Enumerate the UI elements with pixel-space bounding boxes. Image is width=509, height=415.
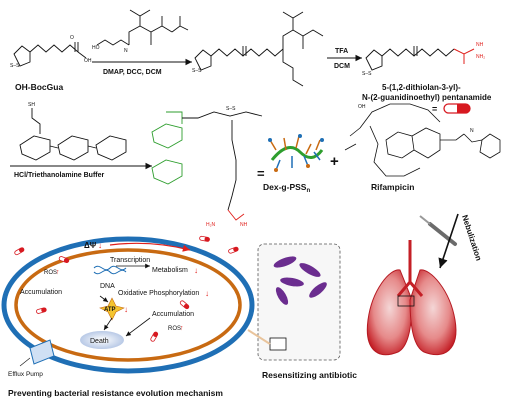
death-label: Death	[90, 338, 109, 345]
step2-reagent-bottom: DCM	[334, 63, 350, 70]
bacterium-caption: Preventing bacterial resistance evolutio…	[8, 388, 223, 398]
nebulization-label: Nebulization	[460, 214, 483, 262]
delta-psi-label: ΔΨ	[84, 241, 97, 250]
accumulation-left-label: Accumulation	[20, 289, 62, 296]
bacterium-panel: DNA Transcription Metabolism ↓ Oxidative…	[1, 235, 255, 398]
thiolated-dextran-structure	[19, 108, 127, 161]
rifampicin-capsule-icon	[443, 103, 471, 114]
atp-down-arrow: ↓	[124, 305, 128, 314]
polymer-row: SH HCl/Triethanolamine Buffer S–S H₂N NH…	[10, 102, 501, 228]
trachea	[396, 240, 424, 297]
metabolism-down-arrow: ↓	[194, 266, 198, 275]
oxphos-down-arrow: ↓	[205, 289, 209, 298]
rifampicin-structure	[344, 103, 501, 177]
oh-rif-label: OH	[358, 104, 366, 110]
atp-to-death-arrow	[103, 317, 113, 331]
right-lung	[409, 269, 457, 356]
grafted-polymer-structure	[151, 111, 263, 221]
ros-right-label: ROS	[168, 326, 181, 332]
atp-icon	[99, 297, 125, 321]
h2n-label: H₂N	[206, 222, 216, 228]
accumulation-to-death-arrow	[125, 317, 151, 337]
start-compound-label: OH-BocGua	[15, 82, 63, 92]
synthesis-row: S–S OH O OH-BocGua HO N DMAP, DCC, DCM S…	[10, 9, 492, 102]
product-name-line2: N-(2-guanidinoethyl) pentanamide	[362, 93, 492, 102]
guanidine-product-structure	[365, 46, 455, 71]
dna-label: DNA	[100, 283, 115, 290]
efflux-pump-label: Efflux Pump	[8, 371, 43, 378]
plus-sign: +	[330, 153, 339, 170]
o-label: O	[70, 35, 74, 41]
zoom-box	[269, 337, 287, 351]
metabolism-label: Metabolism	[152, 267, 188, 274]
intermediate-sulfur-label: S–S	[192, 68, 202, 74]
ros-left-up-arrow: ↑	[56, 269, 60, 276]
lung-panel: Nebulization	[366, 213, 483, 356]
bacteria-cells	[273, 256, 327, 305]
left-lung	[366, 269, 413, 356]
transcription-label: Transcription	[110, 257, 150, 264]
polymer-cartoon	[268, 134, 324, 172]
dna-helix-icon	[93, 265, 127, 275]
efflux-pump-icon	[19, 339, 55, 367]
nh-guanidine-label: NH	[476, 42, 484, 48]
polymer-name-label: Dex-g-PSSn	[263, 182, 310, 194]
oh-label: OH	[84, 58, 92, 64]
efflux-pointer-line	[19, 357, 31, 367]
inner-membrane	[14, 248, 242, 362]
nh-label: N	[124, 48, 128, 54]
atp-label: ATP	[104, 307, 116, 313]
sh-label: SH	[28, 102, 35, 108]
disulfide-label: S–S	[226, 106, 236, 112]
oh-bocgua-structure	[13, 42, 87, 67]
nebulization-arrow	[438, 213, 459, 269]
accumulation-right-label: Accumulation	[152, 311, 194, 318]
ros-right-up-arrow: ↑	[180, 325, 184, 332]
oxphos-label: Oxidative Phosphorylation	[118, 290, 199, 297]
lung-zoom-box	[397, 295, 415, 307]
delta-psi-down-arrow: ↓	[98, 241, 102, 250]
ros-left-label: ROS	[44, 270, 57, 276]
guanidine-group	[453, 48, 475, 64]
drug-name-label: Rifampicin	[371, 182, 414, 192]
sulfur-label: S–S	[10, 63, 20, 69]
buffer-conditions-label: HCl/Triethanolamine Buffer	[14, 172, 105, 179]
product-sulfur-label: S–S	[362, 71, 372, 77]
ho-label: HO	[92, 45, 100, 51]
boc-intermediate-structure	[194, 11, 324, 87]
zoom-connector	[247, 329, 271, 345]
death-cloud	[80, 331, 124, 349]
equals-sign: =	[257, 166, 265, 181]
n-rif-label: N	[470, 128, 474, 134]
rif-equals-sign: =	[432, 104, 437, 114]
nh-polymer-label: NH	[240, 222, 248, 228]
membrane-arrow	[109, 242, 191, 252]
oxphos-to-atp-arrow	[99, 295, 109, 303]
capsule-icons	[14, 235, 239, 342]
product-name-line1: 5-(1,2-dithiolan-3-yl)-	[382, 83, 461, 92]
bacteria-inset: Resensitizing antibiotic	[247, 243, 357, 380]
lung-caption: Resensitizing antibiotic	[262, 370, 357, 380]
nh2-guanidine-label: NH₂	[476, 54, 485, 60]
nebulizer-icon	[419, 215, 457, 246]
step2-reagent-top: TFA	[335, 48, 348, 55]
step1-reagents: DMAP, DCC, DCM	[103, 69, 162, 76]
boc-guanidine-reagent	[96, 9, 189, 46]
